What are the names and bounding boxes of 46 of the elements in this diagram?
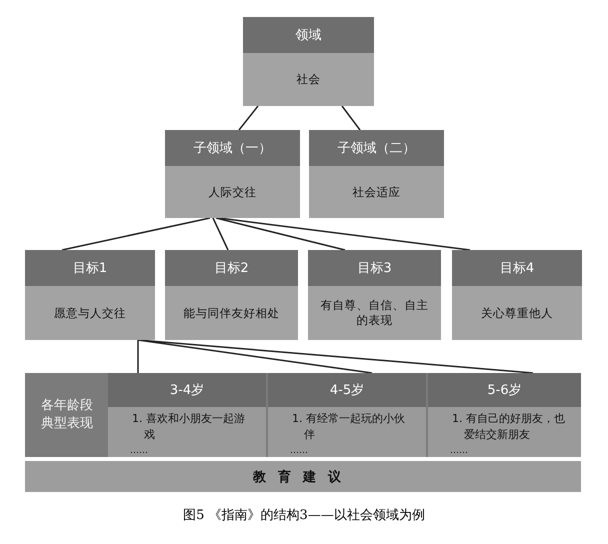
age-box bbox=[268, 373, 426, 457]
item-text: 1. 有经常一起玩的小伙伴 bbox=[292, 411, 406, 443]
connector-line bbox=[341, 106, 361, 130]
box-text: 愿意与人交往 bbox=[54, 306, 126, 320]
box-heading: 子领域（一） bbox=[165, 130, 300, 166]
ellipsis-text: …… bbox=[450, 446, 468, 456]
age-heading: 4-5岁 bbox=[268, 373, 426, 407]
category-box bbox=[308, 250, 441, 340]
box-text: 有自尊、自信、自主的表现 bbox=[320, 298, 430, 328]
category-box bbox=[243, 17, 374, 106]
connector-line bbox=[216, 217, 346, 251]
band-label: 各年龄段典型表现 bbox=[40, 397, 94, 433]
age-box bbox=[108, 373, 266, 457]
connector-line bbox=[212, 218, 229, 250]
category-box bbox=[452, 250, 582, 340]
box-text: 能与同伴友好相处 bbox=[184, 306, 280, 320]
connector-line bbox=[137, 340, 139, 373]
connector-line bbox=[138, 339, 534, 374]
ellipsis-text: …… bbox=[130, 446, 148, 456]
category-box bbox=[25, 250, 155, 340]
suggestion-bar bbox=[25, 461, 581, 492]
age-band bbox=[25, 373, 581, 457]
box-text: 社会 bbox=[296, 72, 320, 87]
connector-line bbox=[62, 217, 210, 251]
ellipsis-text: …… bbox=[290, 446, 308, 456]
age-box bbox=[428, 373, 581, 457]
age-heading: 3-4岁 bbox=[108, 373, 266, 407]
box-heading: 子领域（二） bbox=[309, 130, 444, 166]
box-heading: 目标3 bbox=[308, 250, 441, 286]
box-text: 关心尊重他人 bbox=[481, 306, 553, 320]
item-text: 1. 喜欢和小朋友一起游戏 bbox=[132, 411, 246, 443]
box-heading: 目标4 bbox=[452, 250, 582, 286]
connector-line bbox=[238, 106, 259, 130]
connector-line bbox=[218, 217, 470, 251]
category-box bbox=[165, 130, 300, 218]
bar-label: 教育建议 bbox=[253, 468, 353, 486]
box-heading: 领域 bbox=[243, 17, 374, 53]
caption: 图5 《指南》的结构3——以社会领域为例 bbox=[182, 507, 426, 524]
box-text: 社会适应 bbox=[352, 184, 400, 200]
box-text: 人际交往 bbox=[208, 184, 256, 200]
item-text: 1. 有自己的好朋友，也爱结交新朋友 bbox=[452, 411, 566, 443]
age-heading: 5-6岁 bbox=[428, 373, 581, 407]
box-heading: 目标1 bbox=[25, 250, 155, 286]
category-box bbox=[309, 130, 444, 218]
category-box bbox=[165, 250, 298, 340]
box-heading: 目标2 bbox=[165, 250, 298, 286]
